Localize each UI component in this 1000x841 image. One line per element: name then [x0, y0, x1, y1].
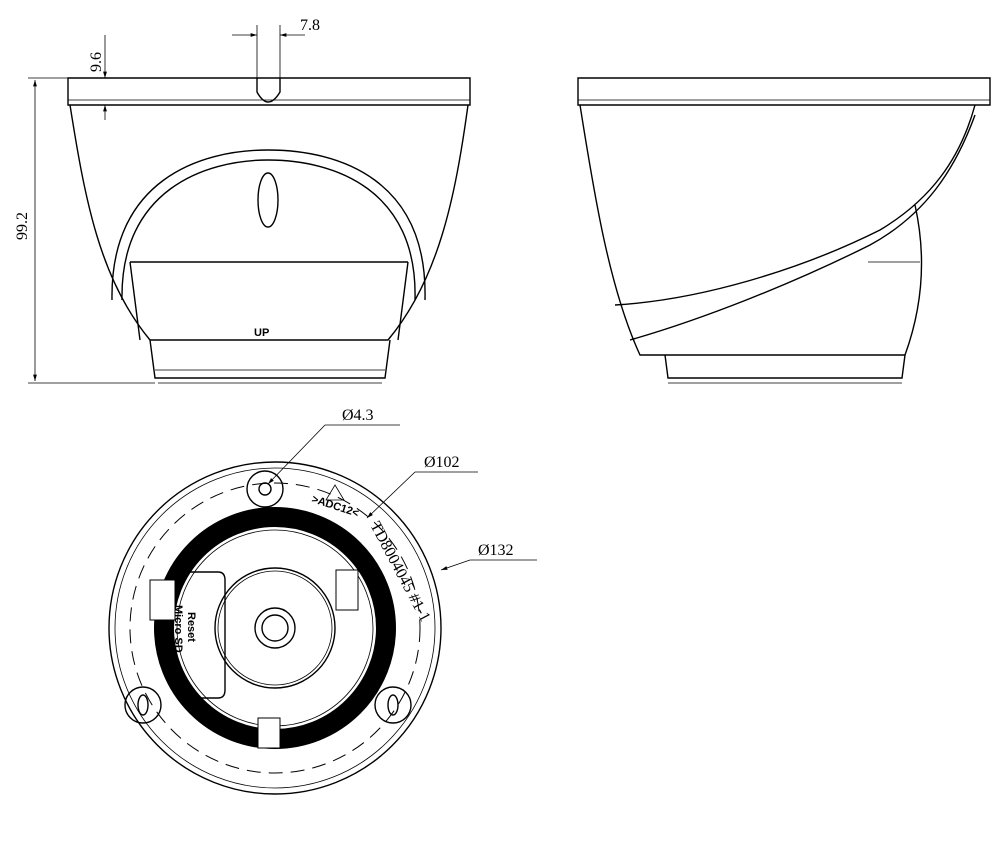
bottom-view: >ADC12< TD8004045 #1-1 Reset Micro SD [108, 461, 442, 795]
hole-diameter-dim: Ø4.3 [342, 407, 374, 424]
side-view [577, 77, 991, 384]
outer-diameter-dim: Ø132 [478, 542, 514, 559]
total-height-dim: 99.2 [14, 212, 31, 240]
slot-width-dim: 7.8 [300, 17, 320, 34]
sd-label: Micro SD [172, 605, 184, 653]
reset-label: Reset [185, 612, 197, 642]
mount-diameter-dim: Ø102 [424, 454, 460, 471]
front-view: UP [67, 77, 471, 384]
rim-height-dim: 9.6 [88, 52, 105, 72]
up-label: UP [254, 327, 269, 339]
dimension-lines: 99.2 9.6 7.8 Ø4.3 Ø102 Ø132 [14, 17, 537, 571]
